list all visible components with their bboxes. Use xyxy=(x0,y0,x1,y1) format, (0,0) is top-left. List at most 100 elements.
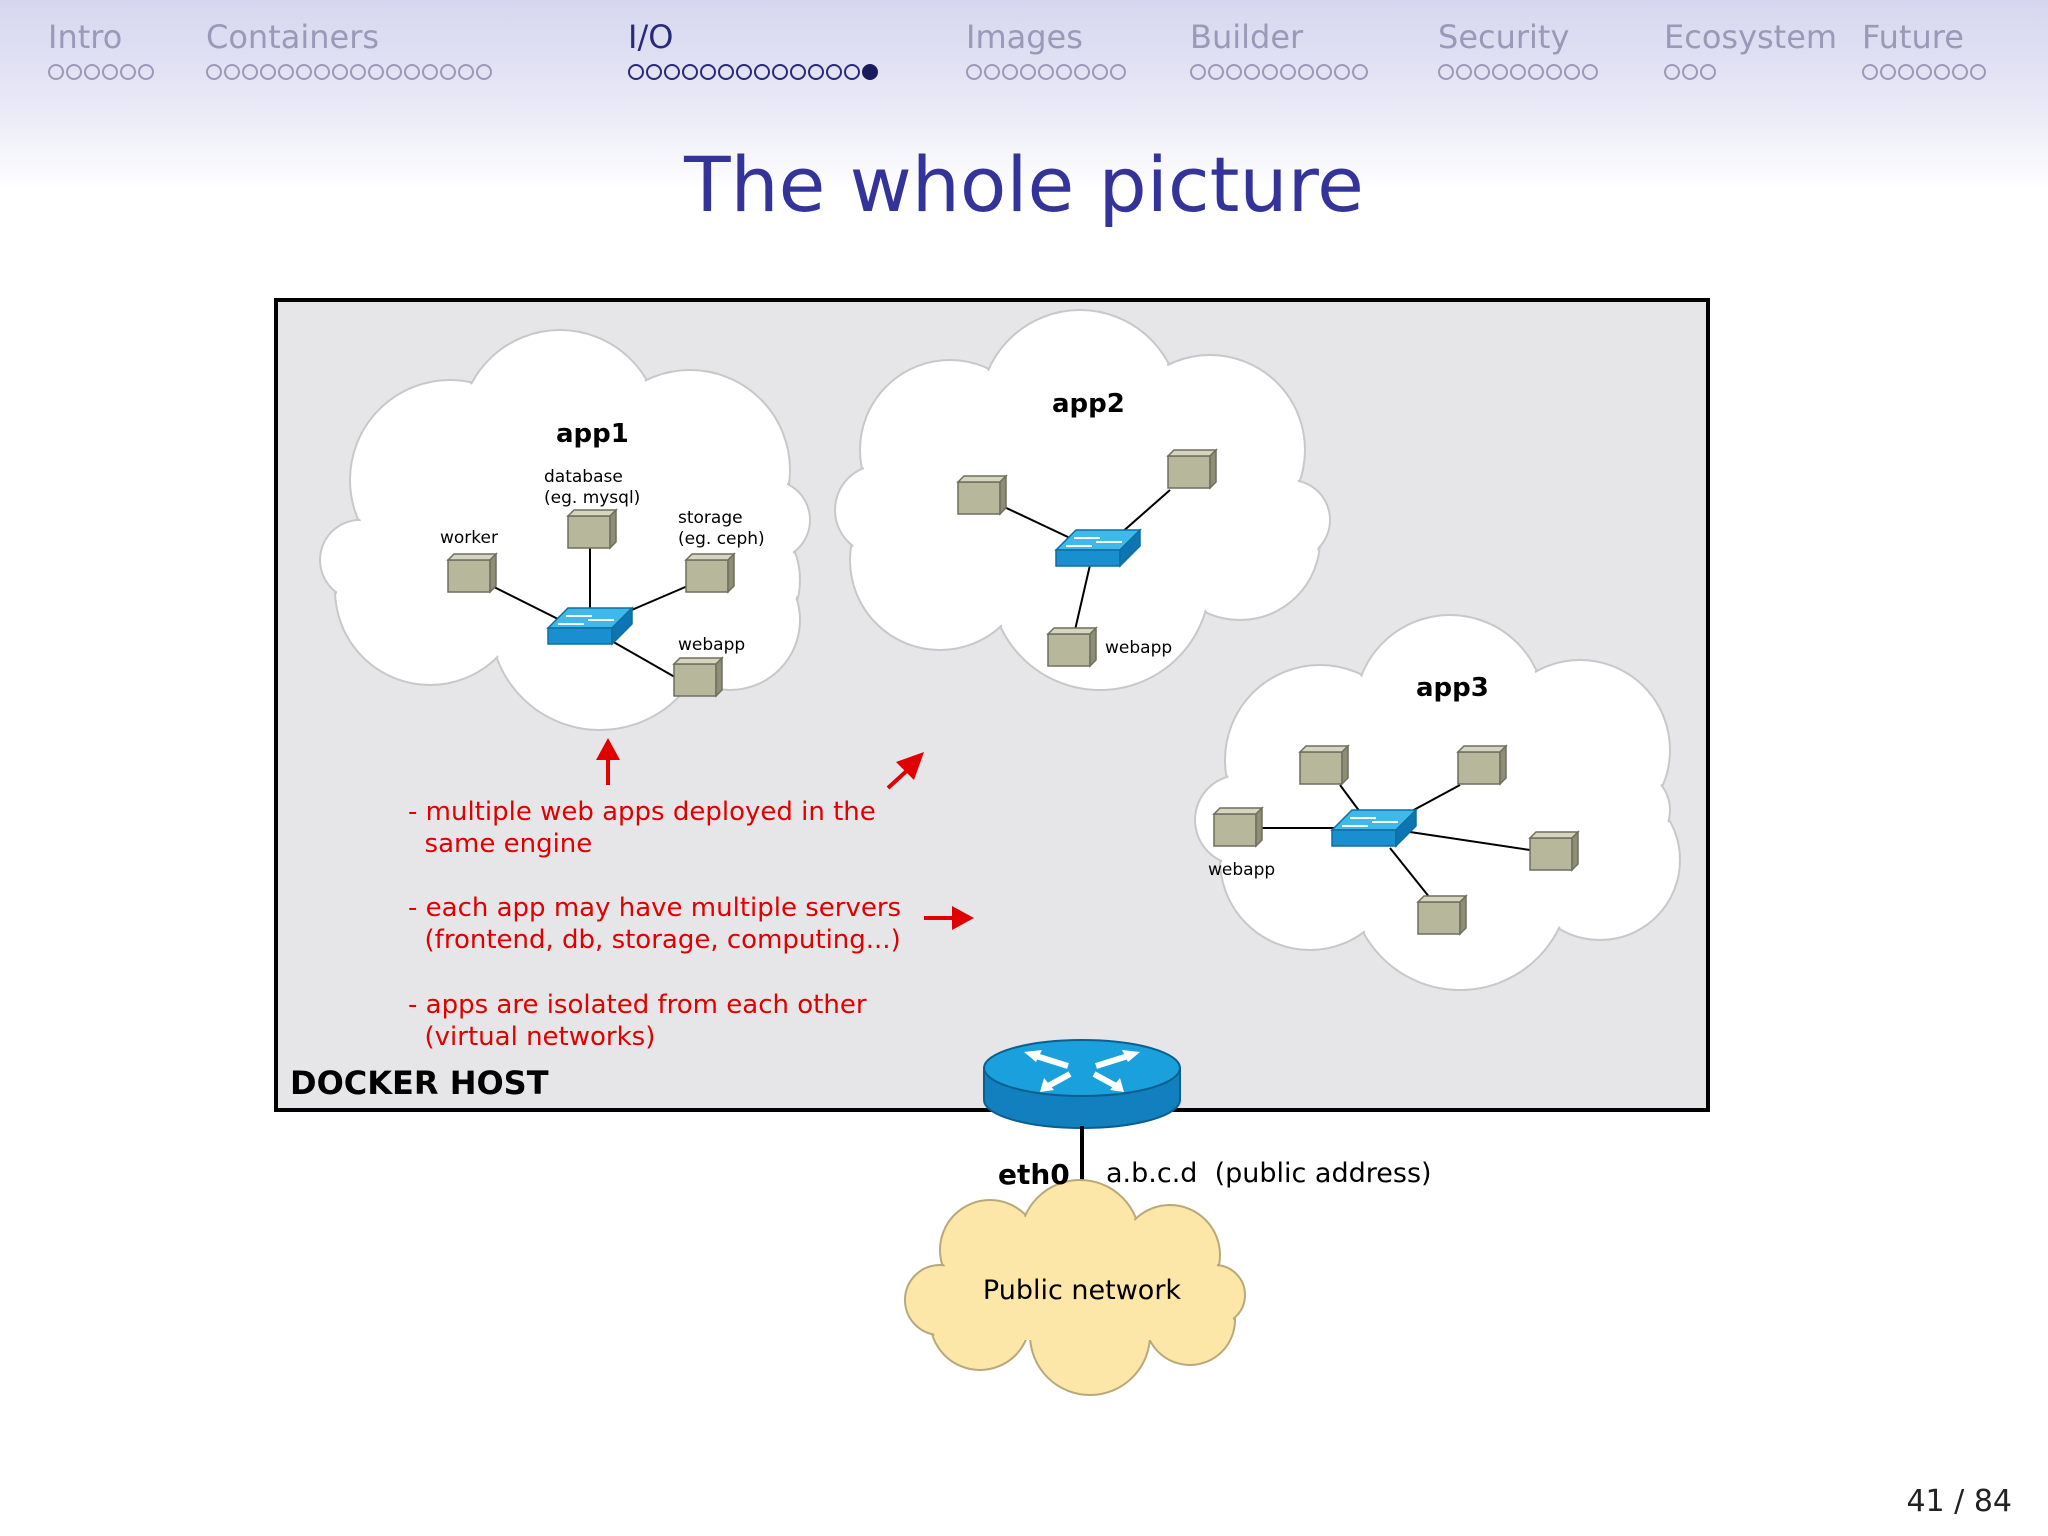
slide-dot[interactable] xyxy=(1474,64,1490,80)
nav-section-label[interactable]: Ecosystem xyxy=(1664,18,1838,56)
slide-dot[interactable] xyxy=(48,64,64,80)
nav-section-label[interactable]: Intro xyxy=(48,18,123,56)
interface-label: eth0 xyxy=(998,1158,1070,1191)
slide-dot[interactable] xyxy=(1298,64,1314,80)
slide-dot[interactable] xyxy=(1316,64,1332,80)
slide-dot[interactable] xyxy=(1682,64,1698,80)
slide-dot[interactable] xyxy=(1038,64,1054,80)
nav-section-label[interactable]: Security xyxy=(1438,18,1570,56)
slide-dot[interactable] xyxy=(1898,64,1914,80)
slide-dot[interactable] xyxy=(1582,64,1598,80)
slide-dot[interactable] xyxy=(808,64,824,80)
slide-dot[interactable] xyxy=(1916,64,1932,80)
slide-dot[interactable] xyxy=(260,64,276,80)
slide-dot[interactable] xyxy=(1862,64,1878,80)
slide-dot[interactable] xyxy=(404,64,420,80)
nav-section-label[interactable]: Containers xyxy=(206,18,380,56)
slide-dot[interactable] xyxy=(1334,64,1350,80)
slide-dot[interactable] xyxy=(314,64,330,80)
nav-section-label[interactable]: Future xyxy=(1862,18,1964,56)
slide-dot[interactable] xyxy=(1262,64,1278,80)
slide-dot[interactable] xyxy=(1510,64,1526,80)
slide-dot[interactable] xyxy=(700,64,716,80)
slide-dot[interactable] xyxy=(1546,64,1562,80)
slide-dot[interactable] xyxy=(682,64,698,80)
nav-section-containers[interactable]: Containers xyxy=(206,18,494,84)
slide-dot[interactable] xyxy=(1056,64,1072,80)
slide-dot[interactable] xyxy=(1002,64,1018,80)
slide-dot[interactable] xyxy=(984,64,1000,80)
nav-section-builder[interactable]: Builder xyxy=(1190,18,1370,84)
nav-section-label[interactable]: Images xyxy=(966,18,1083,56)
slide-dot[interactable] xyxy=(84,64,100,80)
nav-section-images[interactable]: Images xyxy=(966,18,1128,84)
slide-dot[interactable] xyxy=(754,64,770,80)
nav-section-intro[interactable]: Intro xyxy=(48,18,156,84)
slide-dot[interactable] xyxy=(1700,64,1716,80)
app3-webapp-server-icon xyxy=(1213,807,1263,847)
slide-dot[interactable] xyxy=(736,64,752,80)
note-2: - each app may have multiple servers (fr… xyxy=(408,893,975,955)
slide-dot[interactable] xyxy=(1528,64,1544,80)
slide-dot[interactable] xyxy=(1092,64,1108,80)
slide-dot[interactable] xyxy=(844,64,860,80)
nav-slide-dots xyxy=(206,64,494,84)
slide-dot[interactable] xyxy=(1244,64,1260,80)
slide-dot[interactable] xyxy=(1352,64,1368,80)
nav-section-i-o[interactable]: I/O xyxy=(628,18,880,84)
slide-dot[interactable] xyxy=(718,64,734,80)
nav-section-label[interactable]: Builder xyxy=(1190,18,1304,56)
slide-dot[interactable] xyxy=(1226,64,1242,80)
slide-dot[interactable] xyxy=(102,64,118,80)
slide-dot[interactable] xyxy=(1492,64,1508,80)
slide-dot[interactable] xyxy=(1280,64,1296,80)
slide-dot[interactable] xyxy=(1456,64,1472,80)
slide-dot[interactable] xyxy=(296,64,312,80)
app3-name: app3 xyxy=(1416,673,1489,703)
slide-dot[interactable] xyxy=(458,64,474,80)
nav-section-label[interactable]: I/O xyxy=(628,18,674,56)
slide-dot[interactable] xyxy=(1880,64,1896,80)
slide-dot[interactable] xyxy=(1190,64,1206,80)
note-1: - multiple web apps deployed in the same… xyxy=(408,797,950,859)
nav-section-security[interactable]: Security xyxy=(1438,18,1600,84)
slide-dot[interactable] xyxy=(386,64,402,80)
slide-dot[interactable] xyxy=(628,64,644,80)
slide-dot[interactable] xyxy=(440,64,456,80)
slide-dot[interactable] xyxy=(66,64,82,80)
slide-dot[interactable] xyxy=(476,64,492,80)
slide-title: The whole picture xyxy=(684,140,1364,229)
slide-dot[interactable] xyxy=(1074,64,1090,80)
slide-dot[interactable] xyxy=(206,64,222,80)
slide-dot[interactable] xyxy=(332,64,348,80)
slide-dot[interactable] xyxy=(350,64,366,80)
slide-dot[interactable] xyxy=(278,64,294,80)
slide-dot[interactable] xyxy=(120,64,136,80)
app1-webapp-label: webapp xyxy=(678,635,745,655)
slide-dot[interactable] xyxy=(1664,64,1680,80)
slide-dot[interactable] xyxy=(138,64,154,80)
slide-dot[interactable] xyxy=(664,64,680,80)
slide-dot[interactable] xyxy=(224,64,240,80)
nav-slide-dots xyxy=(1438,64,1600,84)
slide-dot[interactable] xyxy=(1208,64,1224,80)
slide-dot[interactable] xyxy=(826,64,842,80)
slide-dot[interactable] xyxy=(1934,64,1950,80)
slide-dot[interactable] xyxy=(646,64,662,80)
nav-section-future[interactable]: Future xyxy=(1862,18,1988,84)
slide-dot[interactable] xyxy=(966,64,982,80)
slide-dot[interactable] xyxy=(1438,64,1454,80)
slide-dot[interactable] xyxy=(790,64,806,80)
nav-section-ecosystem[interactable]: Ecosystem xyxy=(1664,18,1837,84)
slide-dot[interactable] xyxy=(1020,64,1036,80)
slide-dot[interactable] xyxy=(368,64,384,80)
slide-dot[interactable] xyxy=(1970,64,1986,80)
slide-dot[interactable] xyxy=(772,64,788,80)
slide-dot[interactable] xyxy=(422,64,438,80)
slide-dot[interactable] xyxy=(242,64,258,80)
slide-dot[interactable] xyxy=(1110,64,1126,80)
current-slide-dot[interactable] xyxy=(862,64,878,80)
slide-dot[interactable] xyxy=(1952,64,1968,80)
slide-dot[interactable] xyxy=(1564,64,1580,80)
